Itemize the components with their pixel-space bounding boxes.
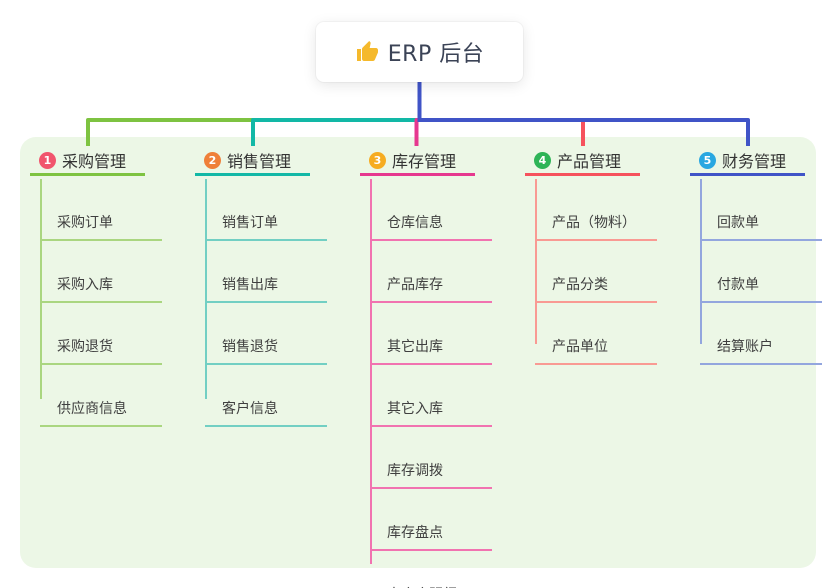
child-label: 仓库信息 xyxy=(387,215,443,231)
child-node[interactable]: 付款单 xyxy=(700,241,822,303)
child-node[interactable]: 库存调拨 xyxy=(370,427,492,489)
branch-children: 仓库信息产品库存其它出库其它入库库存调拨库存盘点出库库明细 xyxy=(370,179,492,588)
child-node[interactable]: 产品单位 xyxy=(535,303,657,365)
branch-children: 产品（物料） 产品分类产品单位 xyxy=(535,179,657,365)
branch-node-4[interactable]: 4 产品管理 xyxy=(525,147,640,176)
child-node[interactable]: 产品（物料） xyxy=(535,179,657,241)
child-node[interactable]: 库存盘点 xyxy=(370,489,492,551)
child-label: 产品（物料） xyxy=(552,215,636,231)
branches-panel xyxy=(20,137,816,568)
child-label: 回款单 xyxy=(717,215,759,231)
child-node[interactable]: 采购退货 xyxy=(40,303,162,365)
child-node[interactable]: 其它出库 xyxy=(370,303,492,365)
child-node[interactable]: 采购订单 xyxy=(40,179,162,241)
child-node[interactable]: 采购入库 xyxy=(40,241,162,303)
child-label: 供应商信息 xyxy=(57,401,127,417)
child-label: 客户信息 xyxy=(222,401,278,417)
child-label: 库存调拨 xyxy=(387,463,443,479)
thumbs-up-icon xyxy=(356,41,378,61)
branch-label: 财务管理 xyxy=(722,152,787,171)
child-node[interactable]: 其它入库 xyxy=(370,365,492,427)
branch-node-2[interactable]: 2 销售管理 xyxy=(195,147,310,176)
children-vertical-line xyxy=(700,179,702,344)
child-label: 其它入库 xyxy=(387,401,443,417)
branch-label: 产品管理 xyxy=(557,152,622,171)
child-node[interactable]: 结算账户 xyxy=(700,303,822,365)
branch-label: 销售管理 xyxy=(227,152,292,171)
branch-node-5[interactable]: 5 财务管理 xyxy=(690,147,805,176)
child-label: 库存盘点 xyxy=(387,525,443,541)
child-label: 采购订单 xyxy=(57,215,113,231)
branch-node-1[interactable]: 1 采购管理 xyxy=(30,147,145,176)
child-label: 结算账户 xyxy=(717,339,773,355)
child-label: 采购入库 xyxy=(57,277,113,293)
child-label: 销售订单 xyxy=(222,215,278,231)
child-node[interactable]: 回款单 xyxy=(700,179,822,241)
child-node[interactable]: 销售出库 xyxy=(205,241,327,303)
branch-number-badge: 3 xyxy=(369,151,386,169)
branch-children: 回款单付款单结算账户 xyxy=(700,179,822,365)
branch-number-badge: 4 xyxy=(534,151,551,169)
branch-children: 销售订单销售出库销售退货客户信息 xyxy=(205,179,327,427)
child-node[interactable]: 仓库信息 xyxy=(370,179,492,241)
child-label: 采购退货 xyxy=(57,339,113,355)
child-label: 出库库明细 xyxy=(387,584,457,588)
child-label: 付款单 xyxy=(717,277,759,293)
child-label: 产品单位 xyxy=(552,339,608,355)
branch-number-badge: 1 xyxy=(39,151,56,169)
children-vertical-line xyxy=(40,179,42,399)
child-label: 产品分类 xyxy=(552,277,608,293)
child-node[interactable]: 产品库存 xyxy=(370,241,492,303)
child-node[interactable]: 产品分类 xyxy=(535,241,657,303)
child-node[interactable]: 销售订单 xyxy=(205,179,327,241)
child-label: 产品库存 xyxy=(387,277,443,293)
child-node[interactable]: 供应商信息 xyxy=(40,365,162,427)
child-label: 销售出库 xyxy=(222,277,278,293)
child-label: 其它出库 xyxy=(387,339,443,355)
children-vertical-line xyxy=(205,179,207,399)
children-vertical-line xyxy=(535,179,537,344)
branch-label: 库存管理 xyxy=(392,152,457,171)
child-label: 销售退货 xyxy=(222,339,278,355)
child-node[interactable]: 销售退货 xyxy=(205,303,327,365)
branch-number-badge: 5 xyxy=(699,151,716,169)
child-node[interactable]: 客户信息 xyxy=(205,365,327,427)
root-node[interactable]: ERP 后台 xyxy=(316,22,523,82)
branch-number-badge: 2 xyxy=(204,151,221,169)
branch-label: 采购管理 xyxy=(62,152,127,171)
branch-node-3[interactable]: 3 库存管理 xyxy=(360,147,475,176)
branch-children: 采购订单采购入库采购退货供应商信息 xyxy=(40,179,162,427)
child-node[interactable]: 出库库明细 xyxy=(370,551,492,588)
root-title: ERP 后台 xyxy=(387,42,485,67)
children-vertical-line xyxy=(370,179,372,564)
